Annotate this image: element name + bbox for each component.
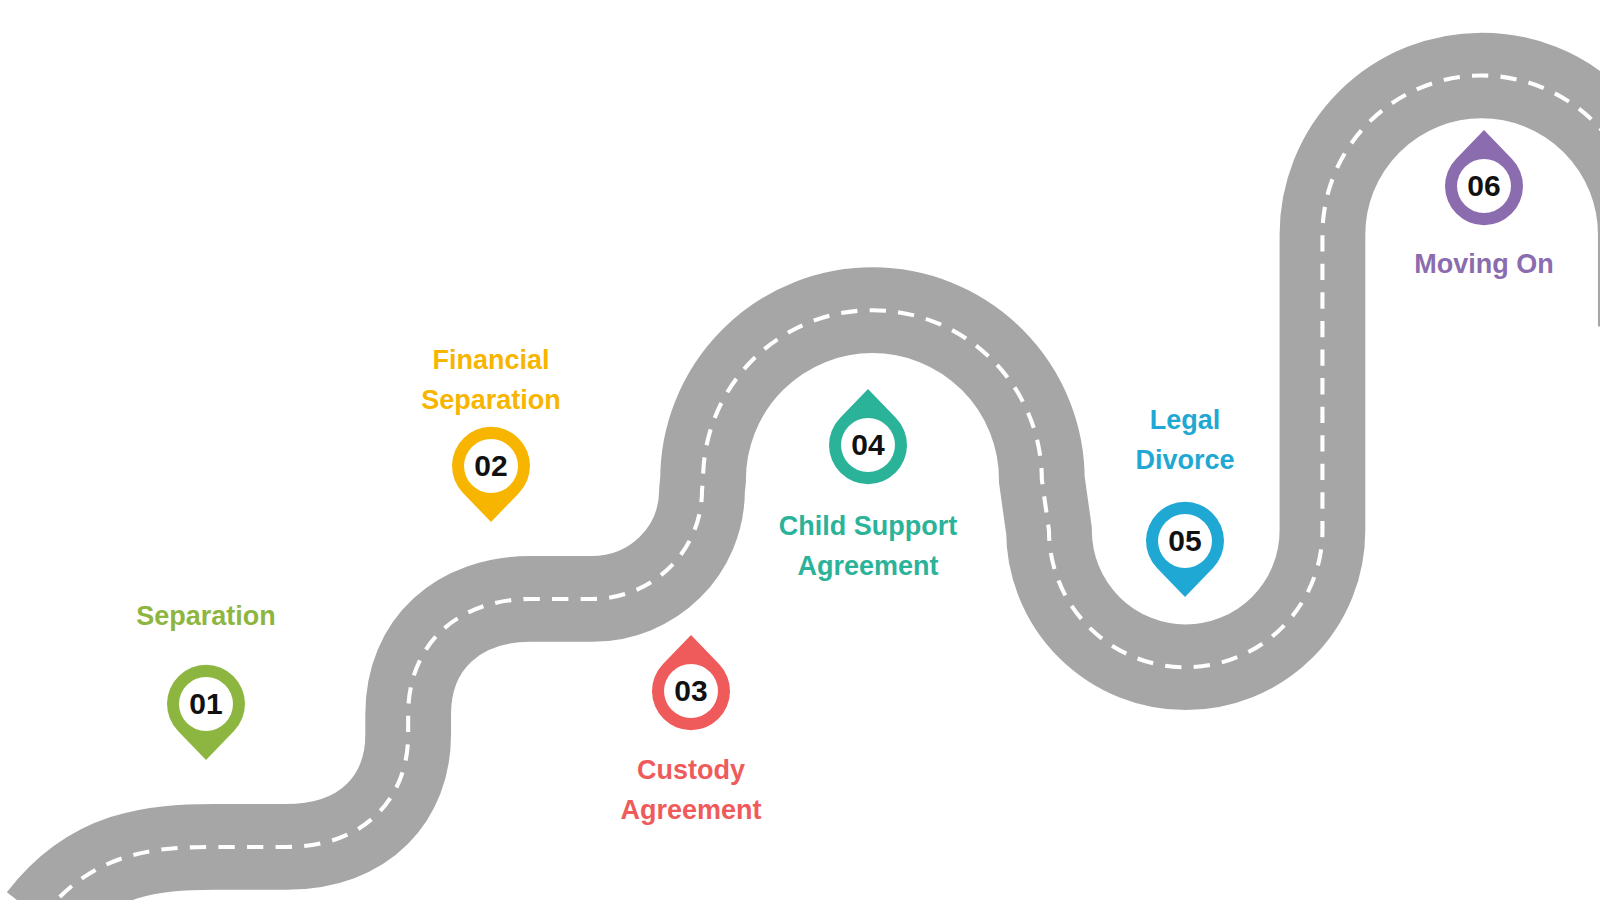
location-pin: 06Moving On: [1439, 126, 1529, 246]
step-label: Separation: [86, 596, 326, 636]
step-number: 01: [161, 686, 251, 722]
road-surface: [41, 76, 1600, 900]
location-pin: 03Custody Agreement: [646, 631, 736, 751]
location-pin: 04Child Support Agreement: [823, 385, 913, 505]
step-number: 02: [446, 448, 536, 484]
location-pin: 01Separation: [161, 644, 251, 764]
step-number: 03: [646, 673, 736, 709]
location-pin: 05Legal Divorce: [1140, 481, 1230, 601]
step-number: 04: [823, 427, 913, 463]
step-label: Child Support Agreement: [758, 506, 978, 586]
step-number: 05: [1140, 523, 1230, 559]
step-label: Legal Divorce: [1120, 400, 1250, 480]
step-label: Financial Separation: [391, 340, 591, 420]
step-number: 06: [1439, 168, 1529, 204]
location-pin: 02Financial Separation: [446, 406, 536, 526]
road-centerline: [41, 76, 1600, 900]
step-label: Custody Agreement: [584, 750, 799, 830]
step-label: Moving On: [1364, 244, 1600, 284]
